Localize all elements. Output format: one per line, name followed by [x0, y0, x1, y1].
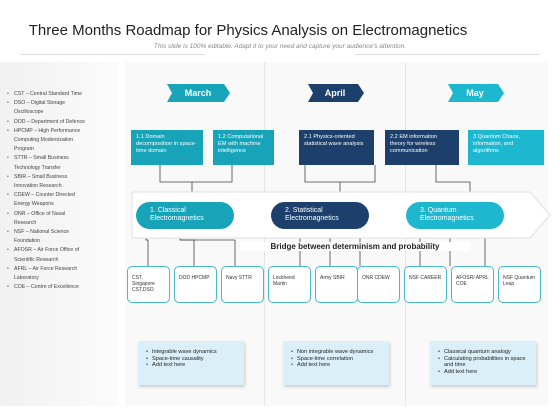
note-card: Integrable wave dynamics Space-time caus… — [138, 341, 244, 385]
glossary-item: CDEW – Counter Directed — [7, 191, 114, 200]
note-item: Space-time correlation — [291, 356, 381, 363]
note-item: Classical quantum analogy — [438, 349, 528, 356]
agency-box: NSF CAREER — [404, 266, 447, 303]
glossary-item: HPCMP – High Performance — [7, 127, 114, 136]
glossary-item: Innovation Research — [14, 183, 62, 190]
note-item: Add text here — [291, 362, 381, 369]
glossary-item: Foundation — [14, 238, 40, 245]
agency-box: CST, Singapore CST,DSO — [127, 266, 170, 303]
slide-title: Three Months Roadmap for Physics Analysi… — [28, 22, 468, 39]
task-box: 3 Quantum Chaos, information, and algori… — [468, 130, 544, 165]
glossary-item: Energy Weapons — [14, 201, 54, 208]
agency-box: Army SBIR — [315, 266, 358, 303]
agency-box: Lockheed Martin — [268, 266, 311, 303]
task-box: 2.2 EM information theory for wireless c… — [385, 130, 459, 165]
note-card: Classical quantum analogy Calculating pr… — [430, 341, 536, 385]
glossary-item: Oscilloscope — [14, 109, 44, 116]
glossary-item: AFOSR – Air Force Office of — [7, 246, 114, 255]
note-item: Integrable wave dynamics — [146, 349, 236, 356]
agency-box: AFOSR/ APRL COE — [451, 266, 494, 303]
stage-statistical: 2. Statistical Electromagnetics — [271, 202, 369, 229]
agency-box: NSF Quantum Leap — [498, 266, 541, 303]
glossary-item: Research — [14, 219, 37, 226]
month-march: March — [184, 88, 212, 98]
glossary-item: CST – Central Standard Time — [7, 90, 114, 99]
note-item: Add text here — [146, 362, 236, 369]
agency-box: ONR CDEW — [357, 266, 400, 303]
glossary-item: STTR – Small Business — [7, 154, 114, 163]
agency-box: Navy STTR — [221, 266, 264, 303]
month-may: May — [466, 88, 484, 98]
glossary-item: Program — [14, 146, 34, 153]
note-item: Non integrable wave dynamics — [291, 349, 381, 356]
glossary-item: AFRL – Air Force Research — [7, 265, 114, 274]
month-april: April — [324, 88, 346, 98]
glossary-sidebar: CST – Central Standard TimeDSO – Digital… — [0, 62, 118, 406]
task-box: 1.1 Domain decomposition in space-time d… — [131, 130, 203, 165]
title-divider — [20, 54, 205, 55]
note-item: Space-time causality — [146, 356, 236, 363]
stage-quantum: 3. Quantum Electromagnetics — [406, 202, 504, 229]
glossary-item: Laboratory — [14, 275, 39, 282]
slide-subtitle: This slide is 100% editable. Adapt it to… — [153, 43, 407, 50]
task-box: 2.1 Physics-oriented statistical wave an… — [299, 130, 374, 165]
glossary-item: NSF – National Science — [7, 228, 114, 237]
bridge-label: Bridge between determinism and probabili… — [240, 242, 470, 251]
task-box: 1.2 Computational EM with machine intell… — [213, 130, 274, 165]
glossary-item: Computing Modernization — [14, 137, 74, 144]
glossary-item: SBIR – Small Business — [7, 173, 114, 182]
glossary-item: COE – Centre of Excellence — [7, 283, 114, 292]
glossary-item: DSO – Digital Storage — [7, 99, 114, 108]
glossary-list: CST – Central Standard TimeDSO – Digital… — [0, 62, 118, 293]
note-item: Add text here — [438, 369, 528, 376]
title-divider — [355, 54, 540, 55]
glossary-item: ONR – Office of Naval — [7, 210, 114, 219]
stage-classical: 1. Classical Electromagnetics — [136, 202, 234, 229]
note-card: Non integrable wave dynamics Space-time … — [283, 341, 389, 385]
glossary-item: Scientific Research — [14, 256, 59, 263]
glossary-item: DOD – Department of Defence — [7, 118, 114, 127]
glossary-item: Technology Transfer — [14, 164, 61, 171]
note-item: Calculating probabilities in space and t… — [438, 356, 528, 369]
agency-box: DOD HPCMP — [174, 266, 217, 303]
